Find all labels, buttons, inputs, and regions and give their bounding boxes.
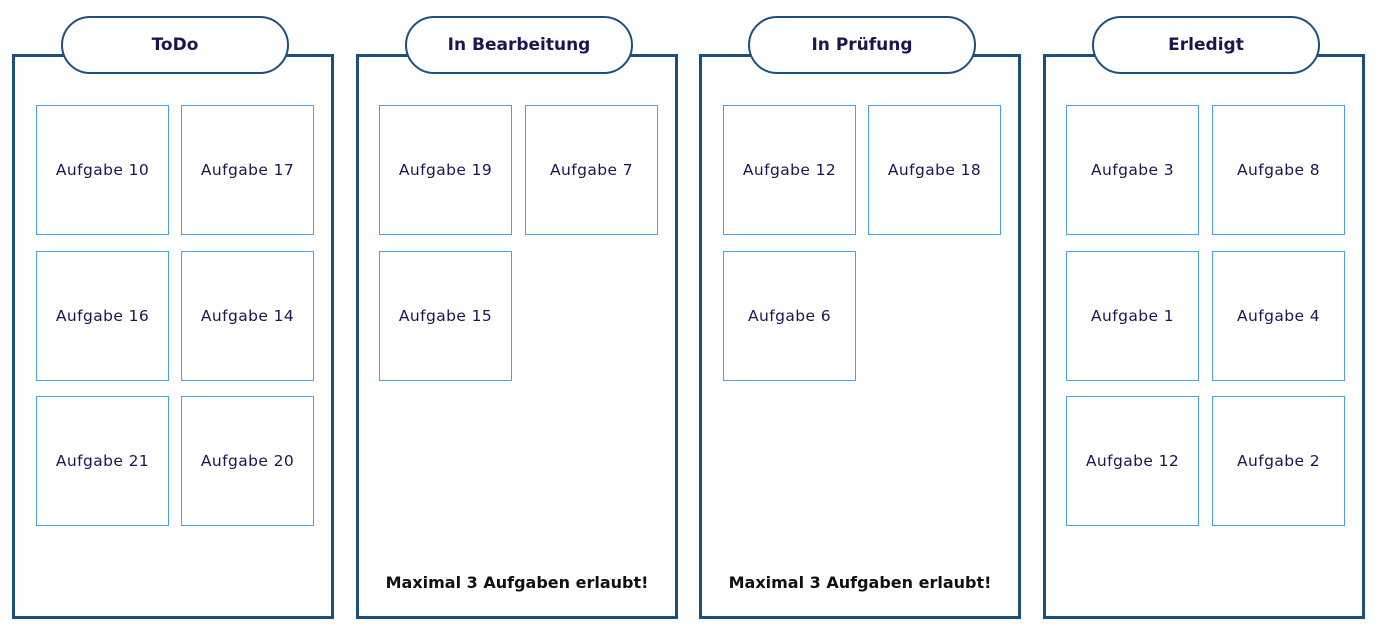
task-card[interactable]: Aufgabe 21 bbox=[36, 396, 169, 526]
column-in-review: Aufgabe 12 Aufgabe 18 Aufgabe 6 Maximal … bbox=[699, 54, 1021, 619]
task-card[interactable]: Aufgabe 4 bbox=[1212, 251, 1345, 381]
column-header-in-progress[interactable]: In Bearbeitung bbox=[405, 16, 633, 74]
task-card[interactable]: Aufgabe 7 bbox=[525, 105, 658, 235]
task-card[interactable]: Aufgabe 12 bbox=[1066, 396, 1199, 526]
task-card[interactable]: Aufgabe 12 bbox=[723, 105, 856, 235]
task-card[interactable]: Aufgabe 2 bbox=[1212, 396, 1345, 526]
wip-limit-note: Maximal 3 Aufgaben erlaubt! bbox=[728, 573, 992, 592]
wip-limit-note: Maximal 3 Aufgaben erlaubt! bbox=[385, 573, 649, 592]
task-card[interactable]: Aufgabe 1 bbox=[1066, 251, 1199, 381]
task-card[interactable]: Aufgabe 18 bbox=[868, 105, 1001, 235]
column-header-in-review[interactable]: In Prüfung bbox=[748, 16, 976, 74]
task-card[interactable]: Aufgabe 6 bbox=[723, 251, 856, 381]
task-card[interactable]: Aufgabe 10 bbox=[36, 105, 169, 235]
column-header-todo[interactable]: ToDo bbox=[61, 16, 289, 74]
column-in-progress: Aufgabe 19 Aufgabe 7 Aufgabe 15 Maximal … bbox=[356, 54, 678, 619]
task-card[interactable]: Aufgabe 17 bbox=[181, 105, 314, 235]
task-card[interactable]: Aufgabe 3 bbox=[1066, 105, 1199, 235]
task-card[interactable]: Aufgabe 20 bbox=[181, 396, 314, 526]
column-header-done[interactable]: Erledigt bbox=[1092, 16, 1320, 74]
column-todo: Aufgabe 10 Aufgabe 17 Aufgabe 16 Aufgabe… bbox=[12, 54, 334, 619]
task-card[interactable]: Aufgabe 19 bbox=[379, 105, 512, 235]
task-card[interactable]: Aufgabe 16 bbox=[36, 251, 169, 381]
task-card[interactable]: Aufgabe 14 bbox=[181, 251, 314, 381]
task-card[interactable]: Aufgabe 15 bbox=[379, 251, 512, 381]
column-done: Aufgabe 3 Aufgabe 8 Aufgabe 1 Aufgabe 4 … bbox=[1043, 54, 1365, 619]
task-card[interactable]: Aufgabe 8 bbox=[1212, 105, 1345, 235]
